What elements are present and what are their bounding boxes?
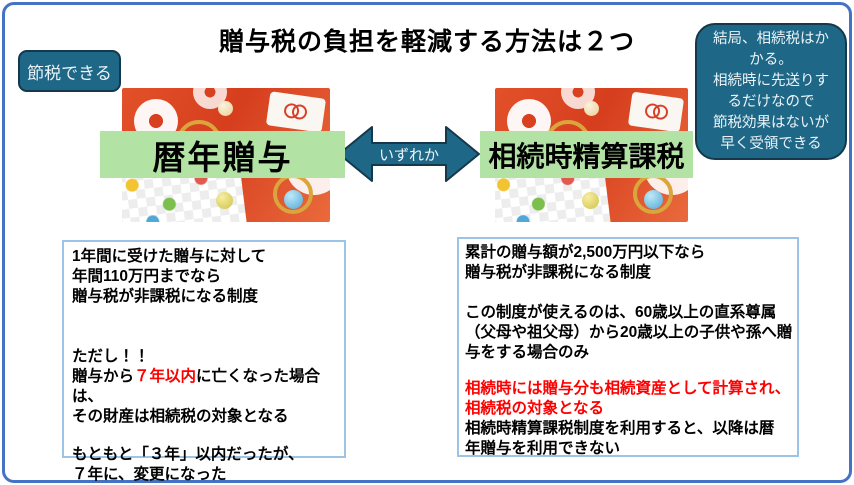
mizuhiki-knot	[644, 103, 668, 119]
option-band-calendar-gift: 暦年贈与	[100, 131, 345, 178]
candy-ball	[283, 189, 303, 209]
calendar-gift-rule: 1年間に受けた贈与に対して 年間110万円までなら 贈与税が非課税になる制度	[72, 248, 267, 305]
option-label-settlement-tax: 相続時精算課税	[488, 140, 685, 172]
candy-ball	[643, 189, 663, 209]
calendar-gift-history: もともと「３年」以内だったが、 ７年に、変更になった	[72, 446, 304, 483]
option-band-settlement-tax: 相続時精算課税	[480, 131, 693, 178]
settlement-tax-note-box: 累計の贈与額が2,500万円以下なら 贈与税が非課税になる制度 この制度が使える…	[457, 237, 799, 457]
settlement-tax-rule: 累計の贈与額が2,500万円以下なら 贈与税が非課税になる制度	[465, 244, 706, 281]
mizuhiki-knot	[283, 102, 307, 118]
double-arrow-icon	[338, 126, 480, 182]
option-label-calendar-gift: 暦年贈与	[152, 138, 293, 176]
either-or-arrow: いずれか	[338, 125, 480, 183]
caveat-badge: 結局、相続税はか かる。 相続時に先送りす るだけなので 節税効果はないが 早く…	[695, 23, 847, 160]
caveat-badge-label: 結局、相続税はか かる。 相続時に先送りす るだけなので 節税効果はないが 早く…	[713, 30, 829, 152]
candy-ball	[215, 191, 233, 209]
gift-plate	[628, 91, 685, 132]
candy-ball	[583, 101, 599, 117]
candy-ball	[217, 101, 233, 117]
page-title: 贈与税の負担を軽減する方法は２つ	[218, 28, 635, 56]
tax-saving-badge-label: 節税できる	[27, 63, 112, 83]
tax-saving-badge: 節税できる	[18, 50, 121, 92]
gift-plate	[265, 90, 326, 132]
caveat-condition-line: 贈与から７年以内に亡くなった場合は、	[72, 368, 321, 405]
calendar-gift-note-box: 1年間に受けた贈与に対して 年間110万円までなら 贈与税が非課税になる制度 た…	[62, 240, 346, 483]
settlement-tax-eligibility: この制度が使えるのは、60歳以上の直系尊属 （父母や祖父母）から20歳以上の子供…	[465, 304, 793, 361]
candy-ball	[581, 191, 599, 209]
settlement-tax-warning: 相続時には贈与分も相続資産として計算され、 相続税の対象となる	[465, 380, 791, 417]
caveat-consequence-line: その財産は相続税の対象となる	[72, 408, 289, 425]
caveat-heading: ただし！！	[72, 348, 150, 365]
settlement-tax-restriction: 相続時精算課税制度を利用すると、以降は暦 年贈与を利用できない	[465, 420, 775, 457]
either-or-label: いずれか	[378, 146, 439, 164]
seven-year-highlight: ７年以内	[134, 368, 197, 385]
calendar-gift-caveat: ただし！！ 贈与から７年以内に亡くなった場合は、 その財産は相続税の対象となる	[72, 347, 336, 427]
